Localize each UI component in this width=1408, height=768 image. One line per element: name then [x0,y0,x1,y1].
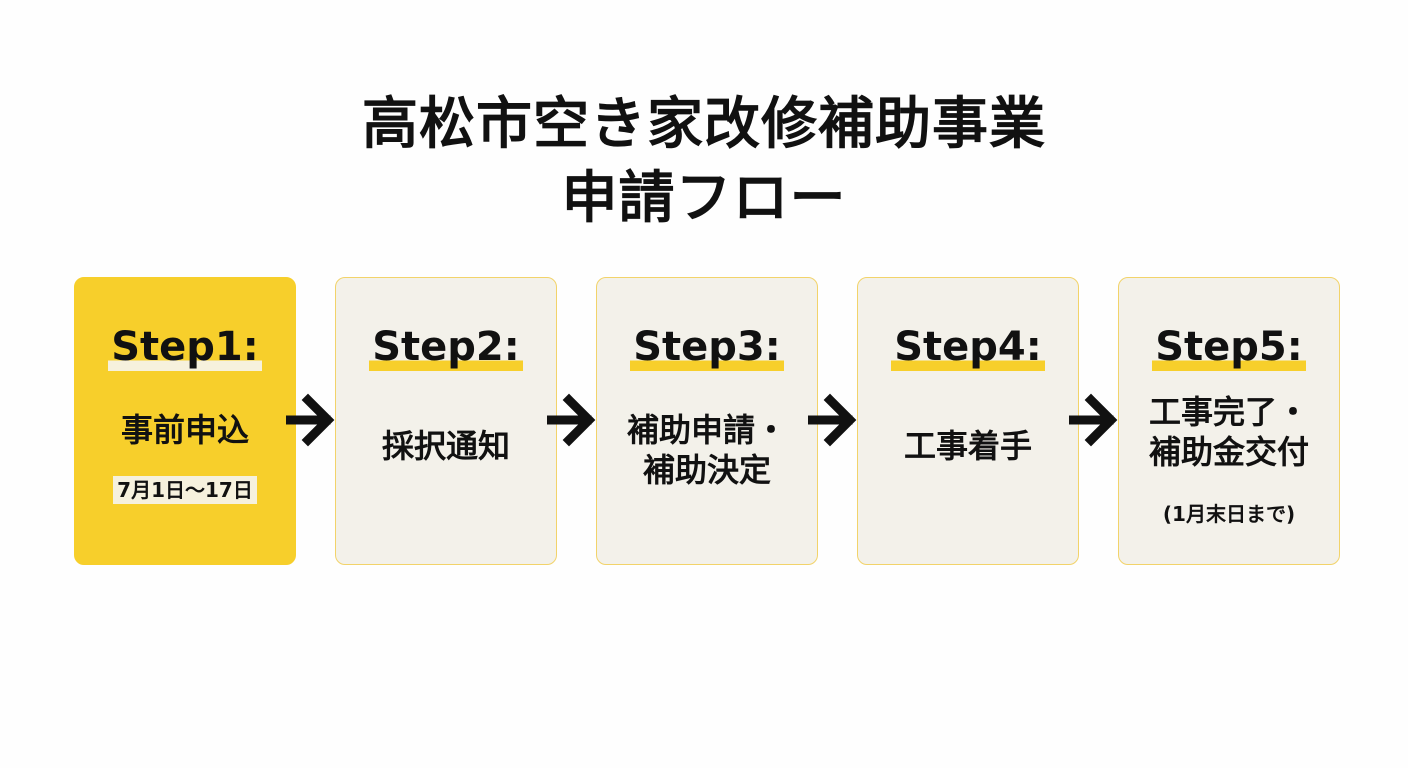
step-5-text-line-1: 工事完了・ [1148,393,1309,431]
step-1-note: 7月1日〜17日 [113,476,257,504]
step-5-note: (1月末日まで) [1162,502,1296,526]
step-2-text: 採択通知 [381,427,510,465]
step-4-text: 工事着手 [903,427,1032,465]
arrow-right-icon [808,393,857,447]
step-4-box: Step4: 工事着手 [857,277,1079,565]
step-3-text-line-2: 補助決定 [642,451,771,489]
arrow-right-icon [1069,393,1118,447]
step-2-box: Step2: 採択通知 [335,277,557,565]
arrow-right-icon [547,393,596,447]
step-4-label: Step4: [891,323,1045,371]
page-title: 高松市空き家改修補助事業 申請フロー [0,88,1408,236]
step-1-text: 事前申込 [120,411,249,449]
step-2-label: Step2: [369,323,523,371]
step-3-box: Step3: 補助申請・ 補助決定 [596,277,818,565]
title-line-1: 高松市空き家改修補助事業 [362,92,1046,157]
title-line-2: 申請フロー [561,166,847,231]
step-5-text-line-2: 補助金交付 [1148,433,1309,471]
step-3-text-line-1: 補助申請・ [626,411,787,449]
step-1-label: Step1: [108,323,262,371]
step-1-box: Step1: 事前申込 7月1日〜17日 [74,277,296,565]
step-5-box: Step5: 工事完了・ 補助金交付 (1月末日まで) [1118,277,1340,565]
step-5-label: Step5: [1152,323,1306,371]
arrow-right-icon [286,393,335,447]
step-3-label: Step3: [630,323,784,371]
